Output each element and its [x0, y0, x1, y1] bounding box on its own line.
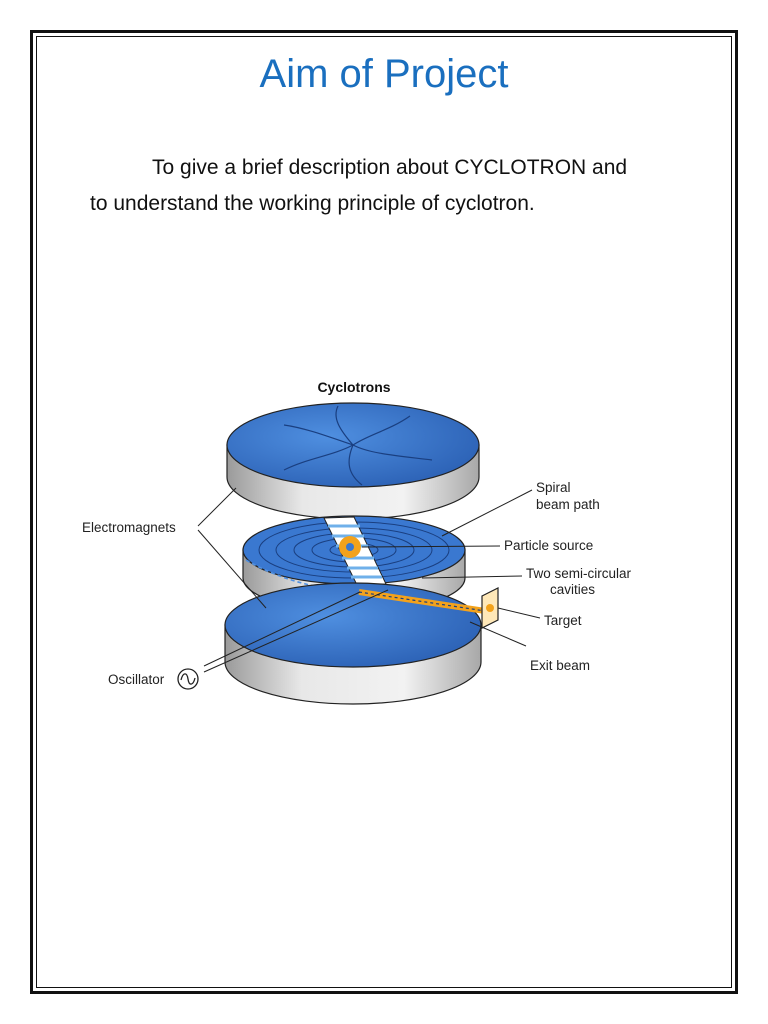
oscillator-icon	[177, 668, 199, 690]
label-particle-source: Particle source	[504, 538, 593, 553]
exit-beam-graphic	[358, 587, 499, 629]
cyclotron-figure: Cyclotrons	[70, 370, 670, 710]
label-electromagnets: Electromagnets	[82, 520, 176, 535]
figure-title: Cyclotrons	[317, 379, 390, 395]
label-exit-beam: Exit beam	[530, 658, 590, 673]
aim-line-1: To give a brief description about CYCLOT…	[152, 156, 628, 179]
top-electromagnet	[226, 402, 480, 520]
label-oscillator: Oscillator	[108, 672, 165, 687]
aim-line-2: to understand the working principle of c…	[90, 192, 535, 215]
label-cavities-1: Two semi-circular	[526, 566, 632, 581]
page-title: Aim of Project	[259, 52, 509, 96]
aim-paragraph: To give a brief description about CYCLOT…	[90, 150, 690, 222]
cyclotron-diagram: Cyclotrons	[82, 379, 632, 705]
label-spiral-1: Spiral	[536, 480, 571, 495]
page-border-outer	[30, 30, 738, 994]
bottom-electromagnet	[224, 582, 482, 705]
label-cavities-2: cavities	[550, 582, 595, 597]
page-border-inner	[36, 36, 732, 988]
label-spiral-2: beam path	[536, 497, 600, 512]
label-target: Target	[544, 613, 582, 628]
leader-lines	[197, 487, 541, 673]
